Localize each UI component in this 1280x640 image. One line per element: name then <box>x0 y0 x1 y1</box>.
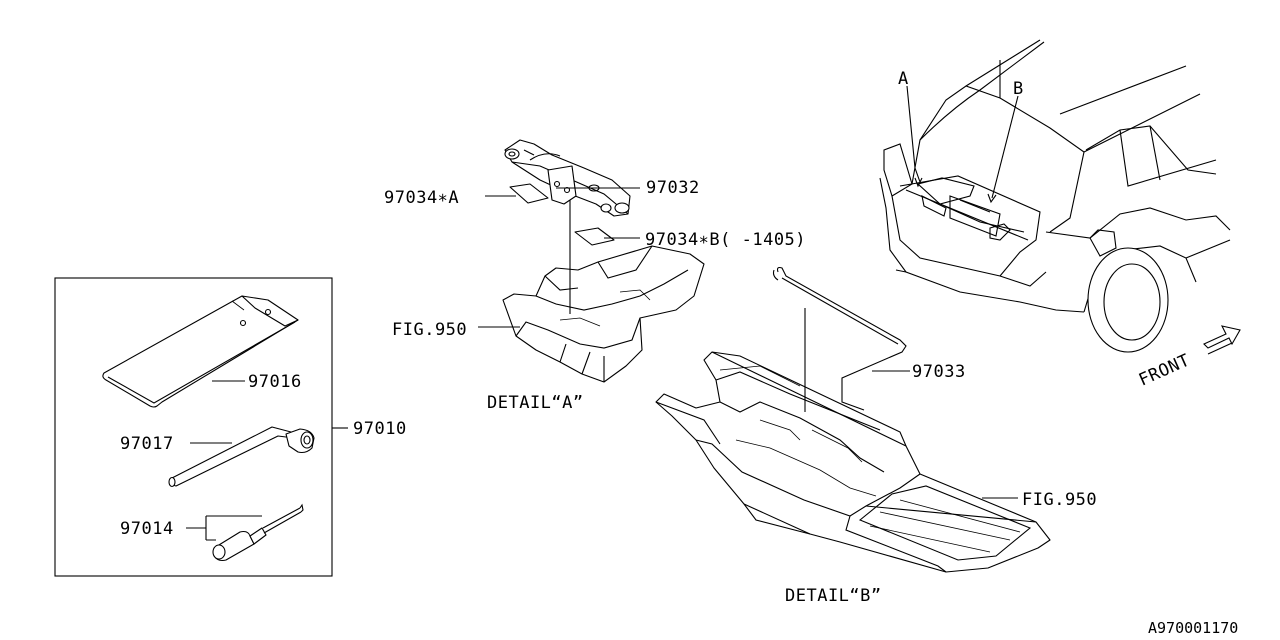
front-label: FRONT <box>1136 350 1193 390</box>
fig-950-ref-b[interactable]: FIG.950 <box>1022 490 1097 510</box>
tool-kit-frame <box>54 277 333 577</box>
pad-a-part[interactable] <box>509 183 549 204</box>
diagram-id: A970001170 <box>1148 619 1238 637</box>
part-number-97010[interactable]: 97010 <box>353 419 407 439</box>
detail-b-caption: DETAIL“B” <box>785 586 882 606</box>
part-number-97034-a[interactable]: 97034∗A <box>384 188 459 208</box>
part-number-97032[interactable]: 97032 <box>646 178 700 198</box>
lug-wrench-part[interactable] <box>168 426 315 488</box>
part-number-97033[interactable]: 97033 <box>912 362 966 382</box>
callout-a: A <box>898 69 909 89</box>
jack-handle-part[interactable] <box>772 266 907 411</box>
fig-950-ref-a[interactable]: FIG.950 <box>392 320 467 340</box>
part-number-97034-b[interactable]: 97034∗B( -1405) <box>645 230 806 250</box>
pad-b-part[interactable] <box>574 227 615 246</box>
part-number-97014[interactable]: 97014 <box>120 519 174 539</box>
trunk-floor-part[interactable] <box>655 351 1051 573</box>
jack-tray-part[interactable] <box>502 245 705 383</box>
part-number-97016[interactable]: 97016 <box>248 372 302 392</box>
detail-a-caption: DETAIL“A” <box>487 393 584 413</box>
part-number-97017[interactable]: 97017 <box>120 434 174 454</box>
tool-bag-part[interactable] <box>102 295 299 408</box>
driver-tool-part[interactable] <box>212 503 304 562</box>
callout-b: B <box>1013 79 1024 99</box>
vehicle-rear-illustration <box>879 39 1231 353</box>
jack-part[interactable] <box>504 139 631 217</box>
